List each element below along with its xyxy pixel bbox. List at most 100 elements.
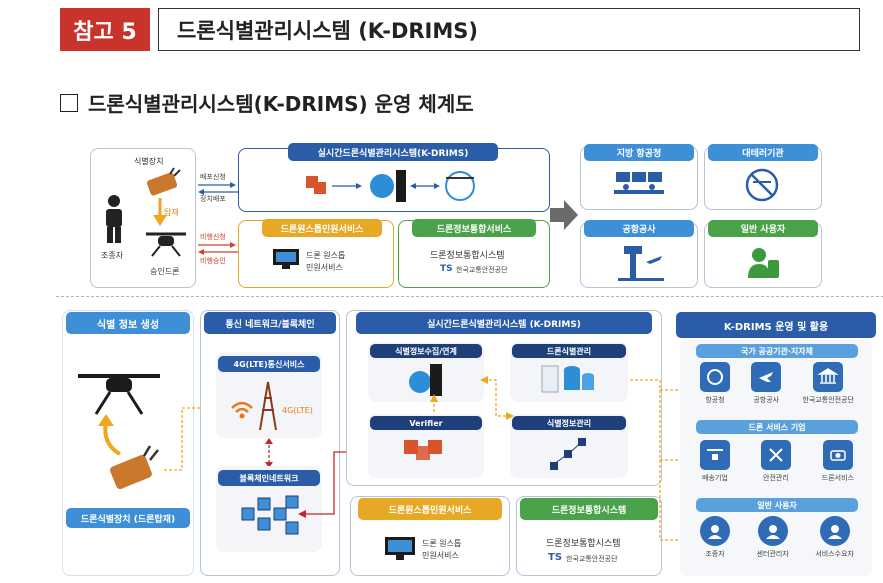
bottom-ts-logo: TS: [548, 552, 563, 563]
public-item-ts: 한국교통안전공단: [802, 362, 854, 405]
bottom-onestop-header: 드론원스톱민원서비스: [358, 498, 502, 520]
mount-up-arrow: [98, 414, 122, 456]
id-generation-panel: [62, 310, 194, 576]
public-item-aviation: 항공청: [700, 362, 730, 405]
public-item-label: 항공청: [705, 396, 725, 404]
drone-id-mgmt-header: 드론식별관리: [512, 344, 626, 358]
service-item-drone-service: 드론서비스: [822, 440, 854, 483]
general-items-row: 조종자 센터관리자 서비스수요자: [700, 516, 854, 559]
verifier-chain-icon: [404, 440, 442, 460]
bottom-integrated-system: 드론정보통합시스템: [546, 539, 621, 549]
service-item-label: 배송기업: [702, 474, 728, 482]
camera-drone-icon: [822, 440, 853, 470]
top-realtime-system-header: 실시간드론식별관리시스템(K-DRIMS): [288, 143, 498, 161]
bottom-onestop-name-2: 민원서비스: [422, 551, 459, 560]
top-flow-arrow: [550, 200, 578, 230]
government-building-icon: [813, 362, 844, 392]
service-items-row: 배송기업 안전관리 드론서비스: [700, 440, 854, 483]
group-general-header: 일반 사용자: [696, 498, 858, 512]
bottom-integrated-header: 드론정보통합시스템: [520, 498, 658, 520]
ops-header: K-DRIMS 운영 및 활용: [676, 312, 876, 338]
top-onestop-name-1: 드론 원스톱: [306, 251, 346, 260]
delivery-drone-icon: [700, 440, 730, 470]
top-system-flow-icons: [306, 170, 475, 202]
service-item-safety: 안전관리: [760, 440, 791, 483]
service-item-label: 안전관리: [763, 474, 789, 482]
consumer-icon: [819, 516, 850, 546]
general-user-header: 일반 사용자: [708, 220, 818, 237]
aviation-office-icon: [700, 362, 730, 392]
service-item-label: 드론서비스: [821, 474, 854, 482]
id-generation-header: 식별 정보 생성: [66, 312, 190, 334]
id-device-label: 드론식별장치 (드론탑재): [66, 508, 190, 528]
local-aviation-header: 지방 항공청: [584, 144, 694, 161]
top-ts-org: 한국교통안전공단: [456, 266, 508, 274]
operator-label: 조종자: [101, 251, 124, 260]
approved-drone-icon: [146, 232, 186, 257]
public-item-label: 한국교통안전공단: [802, 396, 854, 404]
verifier-header: Verifier: [370, 416, 482, 430]
lte-label: 4G(LTE): [282, 406, 313, 415]
network-nodes-icon: [550, 438, 586, 470]
airport-corp-header: 공항공사: [584, 220, 694, 237]
device-deploy-label: 장치배포: [200, 195, 226, 203]
bottom-realtime-system-header: 실시간드론식별관리시스템 (K-DRIMS): [356, 312, 652, 334]
operator-icon: [106, 195, 122, 243]
onestop-monitor-icon: [273, 249, 299, 269]
group-public-header: 국가 공공기관·지자체: [696, 344, 858, 358]
user-phone-icon: [748, 248, 779, 278]
mount-label: 탑재: [164, 208, 179, 217]
diagram-separator: [56, 296, 883, 297]
server-globe-icon: [409, 364, 442, 396]
lte-tower-icon: [231, 381, 277, 431]
id-info-mgmt-header: 식별정보관리: [512, 416, 626, 430]
deploy-request-label: 배포신청: [200, 173, 226, 181]
public-items-row: 항공청 공항공사 한국교통안전공단: [700, 362, 854, 405]
blockchain-header: 블록체인네트워크: [218, 470, 320, 486]
flight-arrows: [198, 242, 238, 255]
lte-blockchain-link: [265, 438, 273, 468]
bottom-id-device-icon: [110, 445, 159, 490]
top-integrated-header: 드론정보통합서비스: [412, 219, 536, 237]
general-item-center-manager: 센터관리자: [757, 516, 789, 559]
section-title: 드론식별관리시스템(K-DRIMS) 운영 체계도: [60, 88, 474, 117]
blockchain-cubes-icon: [241, 495, 299, 535]
device-label: 식별장치: [134, 157, 164, 166]
control-room-icon: [614, 172, 664, 194]
network-header: 통신 네트워크/블록체인: [204, 312, 336, 334]
id-device-icon: [146, 167, 181, 196]
database-icon: [541, 365, 594, 393]
service-item-delivery: 배송기업: [700, 440, 730, 483]
public-item-label: 공항공사: [753, 396, 780, 404]
flight-request-label: 비행신청: [200, 233, 226, 241]
deploy-arrows: [198, 182, 238, 195]
airplane-icon: [751, 362, 782, 392]
top-ts-logo: TS: [440, 264, 453, 274]
top-integrated-system: 드론정보통합시스템: [430, 251, 505, 261]
general-item-label: 센터관리자: [756, 550, 789, 558]
general-item-service-consumer: 서비스수요자: [815, 516, 854, 559]
lte-service-header: 4G(LTE)통신서비스: [218, 356, 320, 372]
counter-terror-header: 대테러기관: [708, 144, 818, 161]
airport-tower-icon: [618, 246, 664, 281]
bottom-onestop-name-1: 드론 원스톱: [422, 539, 462, 548]
collect-link-header: 식별정보수집/연계: [370, 344, 482, 358]
bottom-ts-org: 한국교통안전공단: [566, 555, 618, 563]
reference-badge: 참고 5: [60, 8, 150, 51]
reference-title: 드론식별관리시스템 (K-DRIMS): [158, 8, 860, 51]
system-internal-arrows: [430, 376, 514, 420]
pilot-icon: [700, 516, 730, 546]
bottom-drone-icon: [78, 374, 160, 415]
manager-icon: [757, 516, 788, 546]
mount-arrow: [153, 198, 167, 226]
checkbox-icon: [60, 93, 78, 112]
public-item-airport: 공항공사: [751, 362, 782, 405]
general-item-pilot: 조종자: [700, 516, 730, 559]
top-onestop-header: 드론원스톱민원서비스: [262, 219, 382, 237]
no-drone-icon: [745, 168, 779, 202]
flight-approval-label: 비행승인: [200, 257, 226, 265]
section-title-text: 드론식별관리시스템(K-DRIMS) 운영 체계도: [88, 92, 474, 116]
general-item-label: 조종자: [705, 550, 725, 558]
bottom-onestop-monitor-icon: [385, 537, 415, 560]
top-onestop-name-2: 민원서비스: [306, 263, 343, 272]
